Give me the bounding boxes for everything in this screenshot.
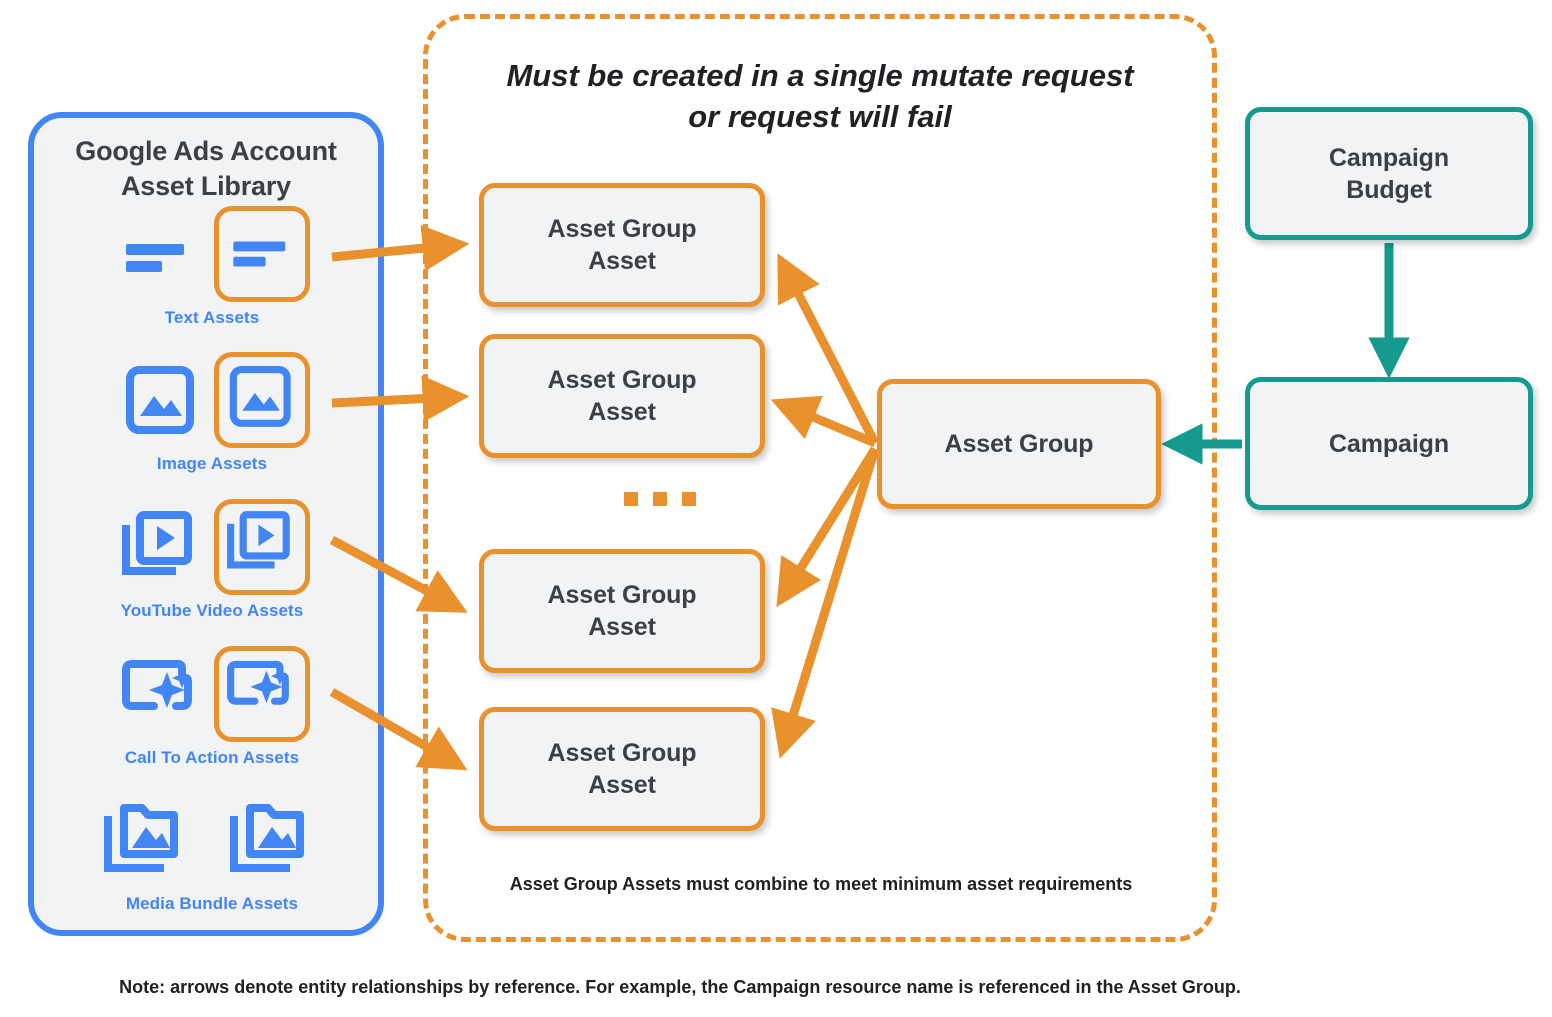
aga-line2: Asset [588, 398, 656, 426]
asset-library-title-line1: Google Ads Account [75, 136, 337, 166]
media-bundle-asset-icon-primary-slot [222, 792, 318, 888]
asset-group-box[interactable]: Asset Group [877, 379, 1161, 509]
asset-group-asset-label-4: Asset Group Asset [540, 737, 705, 801]
text-assets-icon[interactable] [214, 206, 310, 302]
image-asset-icon-primary [229, 365, 291, 427]
media-bundle-asset-icon [104, 804, 178, 872]
asset-library-panel: Google Ads Account Asset Library [28, 112, 384, 936]
ellipsis-dot-2 [653, 492, 667, 506]
image-asset-icon [126, 366, 194, 434]
media-bundle-asset-icon-primary [230, 804, 304, 872]
ellipsis-dot-3 [682, 492, 696, 506]
asset-group-asset-box-3[interactable]: Asset Group Asset [479, 549, 765, 673]
asset-caption-cta: Call To Action Assets [124, 748, 300, 767]
aga-line1: Asset Group [547, 581, 697, 609]
asset-row-text: Text Assets [34, 206, 390, 328]
asset-row-image: Image Assets [34, 352, 390, 474]
asset-library-title-line2: Asset Library [121, 170, 291, 201]
aga-line1: Asset Group [547, 366, 697, 394]
text-asset-icon-secondary [112, 206, 208, 302]
asset-group-label: Asset Group [944, 430, 1094, 458]
campaign-budget-line2: Budget [1346, 175, 1432, 204]
asset-caption-youtube: YouTube Video Assets [120, 601, 304, 620]
image-assets-icon[interactable] [214, 352, 310, 448]
asset-caption-text: Text Assets [164, 308, 260, 327]
asset-caption-media-bundle: Media Bundle Assets [125, 894, 299, 913]
image-asset-icon-secondary [112, 352, 208, 448]
media-bundle-asset-icon-secondary [96, 792, 192, 888]
youtube-video-asset-icon-secondary [112, 499, 208, 595]
youtube-video-assets-icon[interactable] [214, 499, 310, 595]
asset-row-media-bundle: Media Bundle Assets [34, 792, 390, 914]
call-to-action-asset-icon-group [34, 646, 390, 742]
call-to-action-asset-icon-primary [227, 660, 289, 705]
asset-group-asset-box-2[interactable]: Asset Group Asset [479, 334, 765, 458]
text-asset-icon-primary [233, 241, 286, 267]
call-to-action-asset-icon [122, 660, 192, 710]
mutate-request-container [423, 14, 1217, 942]
asset-caption-image: Image Assets [156, 454, 268, 473]
image-asset-icon-group [34, 352, 390, 448]
ellipsis-dot-1 [624, 492, 638, 506]
media-bundle-asset-icon-group [34, 792, 390, 888]
aga-line2: Asset [588, 771, 656, 799]
campaign-budget-label: Campaign Budget [1321, 142, 1457, 206]
youtube-video-asset-icon-group [34, 499, 390, 595]
asset-group-asset-label-3: Asset Group Asset [540, 579, 705, 643]
aga-line2: Asset [588, 247, 656, 275]
aga-line1: Asset Group [547, 215, 697, 243]
youtube-video-asset-icon-primary [227, 511, 290, 569]
aga-line1: Asset Group [547, 739, 697, 767]
asset-library-title: Google Ads Account Asset Library [34, 134, 378, 203]
asset-row-cta: Call To Action Assets [34, 646, 390, 768]
asset-group-asset-label-1: Asset Group Asset [540, 213, 705, 277]
mutate-request-title-line2: or request will fail [688, 98, 952, 134]
call-to-action-assets-icon[interactable] [214, 646, 310, 742]
aga-line2: Asset [588, 613, 656, 641]
asset-group-asset-box-1[interactable]: Asset Group Asset [479, 183, 765, 307]
asset-group-assets-footnote: Asset Group Assets must combine to meet … [509, 874, 1133, 894]
text-asset-icon-group [34, 206, 390, 302]
campaign-budget-line1: Campaign [1328, 143, 1450, 172]
call-to-action-asset-icon-secondary [112, 646, 208, 742]
asset-group-asset-box-4[interactable]: Asset Group Asset [479, 707, 765, 831]
mutate-request-title-line1: Must be created in a single mutate reque… [506, 58, 1134, 93]
asset-row-youtube: YouTube Video Assets [34, 499, 390, 621]
diagram-bottom-note: Note: arrows denote entity relationships… [119, 977, 1241, 997]
campaign-label: Campaign [1328, 429, 1450, 458]
campaign-budget-box[interactable]: Campaign Budget [1245, 107, 1533, 240]
text-asset-icon [126, 244, 184, 272]
mutate-request-title: Must be created in a single mutate reque… [440, 56, 1200, 138]
campaign-box[interactable]: Campaign [1245, 377, 1533, 510]
youtube-video-asset-icon [122, 511, 192, 575]
asset-group-asset-ellipsis [624, 492, 696, 506]
asset-group-asset-label-2: Asset Group Asset [540, 364, 705, 428]
